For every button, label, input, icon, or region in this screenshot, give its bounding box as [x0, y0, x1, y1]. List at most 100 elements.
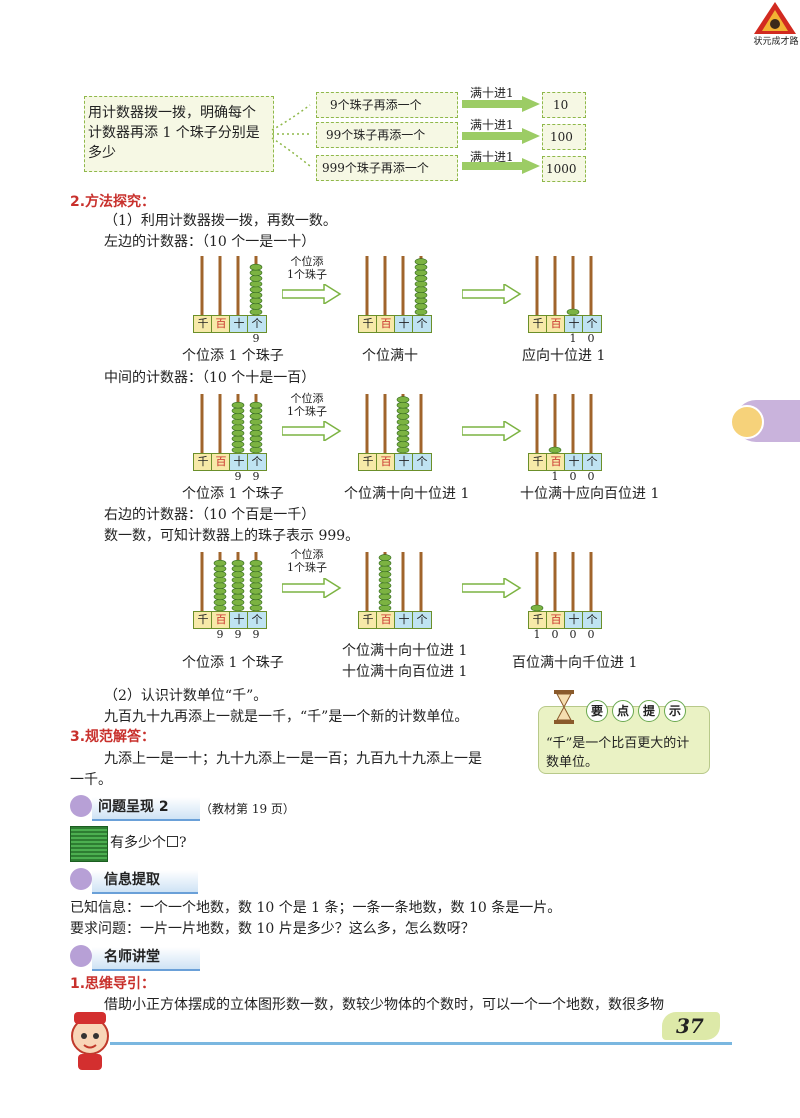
result-box-1 [542, 92, 586, 118]
counter-bead [396, 396, 410, 403]
middle-counter-title: 中间的计数器：（10 个十是一百） [104, 370, 316, 386]
publisher-logo: 状元成才路 [752, 0, 799, 47]
digit-label: 0 [587, 470, 595, 483]
counter-bead [396, 413, 410, 420]
result-2: 100 [550, 130, 573, 144]
section3-line1: 九添上一是一十；九十九添上一是一百；九百九十九添上一是 [104, 751, 482, 767]
counter-bead [231, 582, 245, 589]
place-label: 个 [247, 315, 267, 333]
counter-rod [218, 256, 222, 316]
counter-row1-c [535, 256, 593, 316]
info-known: 已知信息：一个一个地数，数 10 个是 1 条；一条一条地数，数 10 条是一片… [70, 900, 562, 916]
counter-rod [200, 394, 204, 454]
counter-rod [535, 394, 539, 454]
problem2-bar [92, 797, 200, 821]
counter-rod [571, 256, 575, 316]
row1-caption-3: 应向十位进 1 [522, 348, 606, 364]
counter-bead [249, 582, 263, 589]
place-label: 个 [247, 611, 267, 629]
digit-label: 9 [216, 628, 224, 641]
teacher-title: 名师讲堂 [104, 949, 160, 965]
row3-caption-3: 百位满十向千位进 1 [512, 655, 638, 671]
counter-rod [571, 394, 575, 454]
step-text-2: 99个珠子再添一个 [326, 128, 426, 142]
right-counter-title: 右边的计数器：（10 个百是一千） [104, 507, 316, 523]
arrow-row1-2 [461, 282, 522, 308]
digit-label: 0 [569, 470, 577, 483]
step-text-1: 9个珠子再添一个 [330, 98, 422, 112]
counter-bead [249, 435, 263, 443]
carry-label-1: 满十进1 [470, 86, 514, 100]
counter-rod [535, 552, 539, 612]
counter-bead [378, 587, 392, 595]
section2-heading: 2.方法探究： [70, 194, 156, 210]
counter-bead [396, 418, 410, 426]
logo-text: 状元成才路 [753, 37, 799, 47]
place-label: 千 [193, 315, 213, 333]
row2-caption-3: 十位满十应向百位进 1 [520, 486, 660, 502]
instruction-text: 用计数器拨一拨，明确每个计数器再添 1 个珠子分别是多少 [88, 105, 260, 161]
counter-bead [378, 571, 392, 578]
counter-bead [213, 565, 227, 573]
counter-bead [249, 576, 263, 584]
add-note-line2: 1个珠子 [287, 268, 327, 281]
place-label: 百 [211, 453, 231, 471]
counter-bead [378, 599, 392, 606]
counter-bead [414, 280, 428, 288]
digit-label: 9 [234, 470, 242, 483]
arrow-row3-1 [281, 576, 342, 602]
tip-title-char: 点 [612, 700, 634, 722]
counter-bead [378, 559, 392, 567]
connector-lines [271, 104, 311, 167]
place-label: 百 [211, 611, 231, 629]
digit-label: 9 [252, 628, 260, 641]
counter-rod [589, 394, 593, 454]
tip-title-char: 示 [664, 700, 686, 722]
counter-bead [249, 269, 263, 277]
counter-bead [213, 576, 227, 584]
counter-rod [365, 394, 369, 454]
counter-bead [231, 599, 245, 606]
place-label: 千 [528, 453, 548, 471]
digit-label: 1 [569, 332, 577, 345]
counter-bead [249, 424, 263, 431]
section3-heading: 3.规范解答： [70, 729, 156, 745]
digit-label: 9 [234, 628, 242, 641]
counter-bead [231, 565, 245, 573]
row2-caption-1: 个位添 1 个珠子 [182, 486, 284, 502]
counter-rod [419, 552, 423, 612]
counter-bead [231, 559, 245, 567]
carry-label-3: 满十进1 [470, 150, 514, 164]
counter-bead [414, 286, 428, 293]
place-label: 千 [528, 611, 548, 629]
place-label: 千 [528, 315, 548, 333]
place-label: 个 [412, 611, 432, 629]
counter-bead [231, 424, 245, 431]
mascot-icon [62, 1010, 118, 1072]
add-note-line1: 个位添 [290, 392, 324, 405]
counter-bead [378, 565, 392, 573]
counter-rod [218, 394, 222, 454]
row1-caption-2: 个位满十 [362, 348, 418, 364]
page-number-badge [662, 1012, 720, 1040]
section2-sub2: （2）认识计数单位“千”。 [104, 688, 268, 704]
row2-caption-2: 个位满十向十位进 1 [344, 486, 470, 502]
counter-bead [249, 599, 263, 606]
arrow-row2-2 [461, 419, 522, 445]
counter-rod [401, 552, 405, 612]
step-text-3: 999个珠子再添一个 [322, 161, 429, 175]
counter-bead [396, 424, 410, 431]
counter-rod [589, 256, 593, 316]
logo-icon [754, 2, 796, 34]
step-box-2 [316, 122, 458, 148]
arrow-row2-1 [281, 419, 342, 445]
result-3: 1000 [546, 162, 577, 176]
problem-icon [70, 795, 92, 817]
section2-sub1: （1）利用计数器拨一拨，再数一数。 [104, 213, 337, 229]
counter-bead [231, 593, 245, 601]
digit-label: 0 [587, 332, 595, 345]
counter-bead [249, 297, 263, 305]
counter-bead [249, 407, 263, 415]
counter-rod [401, 256, 405, 316]
place-label: 个 [412, 453, 432, 471]
